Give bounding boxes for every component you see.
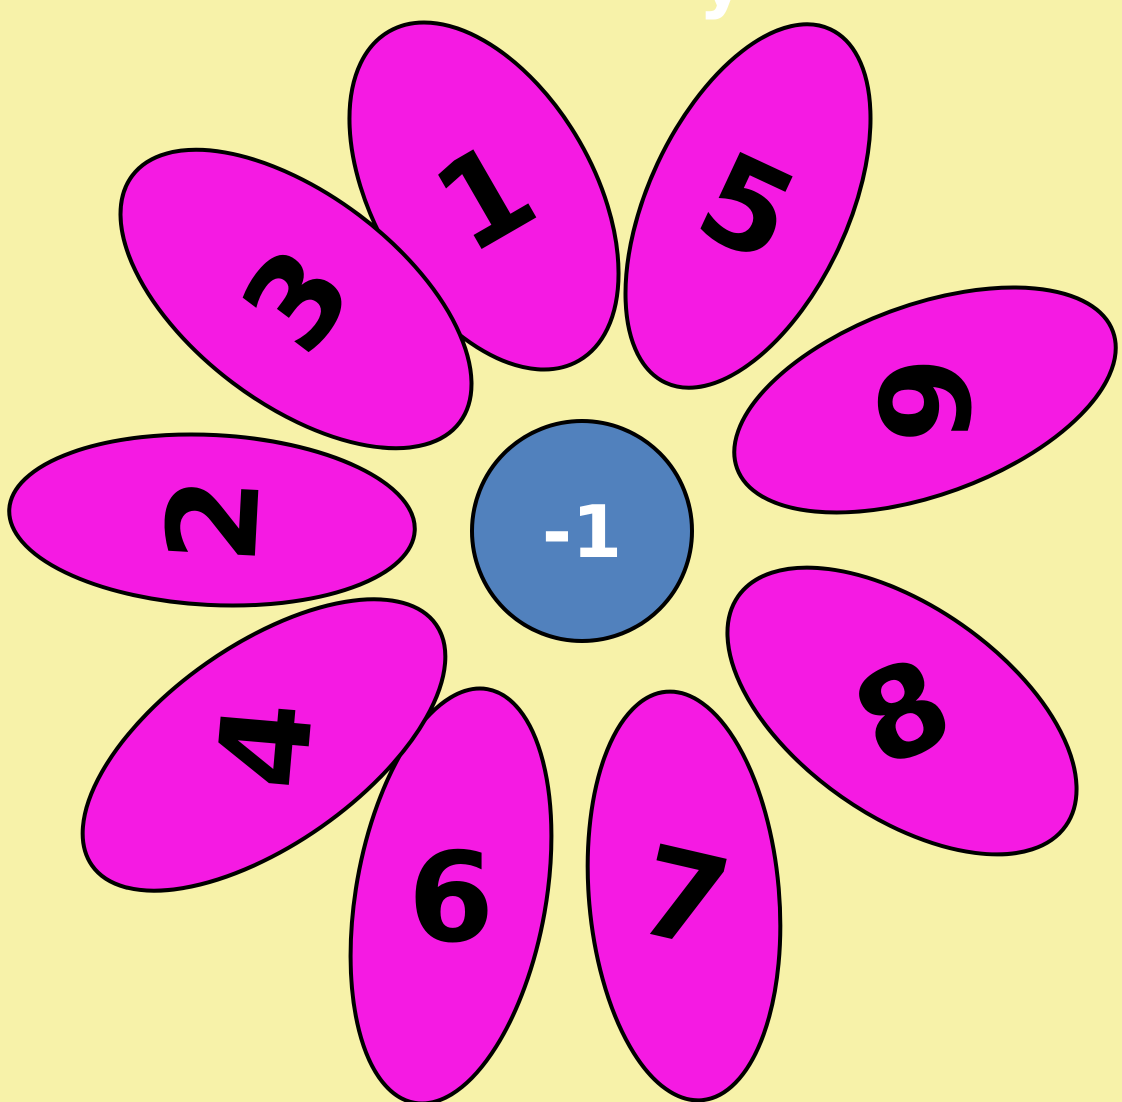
petal-9-number: 9 bbox=[856, 357, 1000, 443]
petal-2-number: 2 bbox=[140, 473, 288, 567]
petal-6-number: 6 bbox=[408, 827, 494, 971]
petal-4-number: 4 bbox=[191, 696, 342, 795]
petal-7[interactable]: 7 bbox=[571, 684, 796, 1102]
flower-center[interactable]: -1 bbox=[472, 421, 692, 641]
top-edge-glyph: y bbox=[699, 0, 746, 21]
petal-2[interactable]: 2 bbox=[5, 424, 419, 615]
center-number: -1 bbox=[542, 490, 622, 574]
